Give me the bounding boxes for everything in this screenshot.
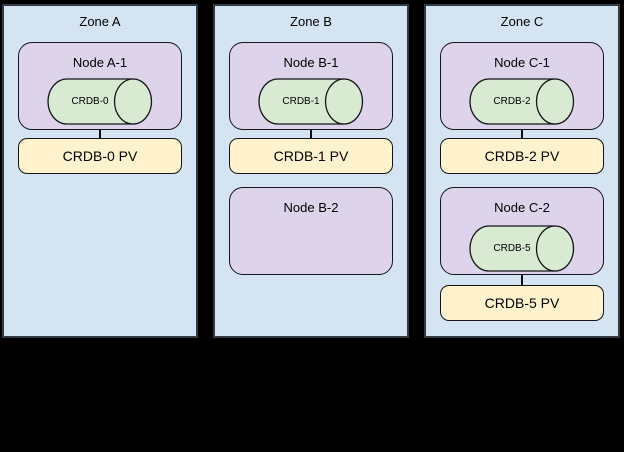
node-b1-label: Node B-1 — [283, 55, 339, 70]
connector-node-b1-to-pv — [310, 129, 312, 139]
crdb-1-pv-box: CRDB-1 PV — [229, 138, 393, 174]
zone-b-panel: Zone B Node B-1 CRDB-1 CRDB-1 PV Node B-… — [213, 4, 409, 338]
node-a1-label: Node A-1 — [72, 55, 128, 70]
crdb-0-database: CRDB-0 — [47, 78, 153, 125]
crdb-2-pv-box: CRDB-2 PV — [440, 138, 604, 174]
zone-c-title: Zone C — [500, 14, 544, 29]
crdb-2-pv-label: CRDB-2 PV — [484, 148, 560, 164]
node-b2-box: Node B-2 — [229, 187, 393, 275]
crdb-0-pv-box: CRDB-0 PV — [18, 138, 182, 174]
crdb-1-database: CRDB-1 — [258, 78, 364, 125]
crdb-5-pv-box: CRDB-5 PV — [440, 285, 604, 321]
zone-c-panel: Zone C Node C-1 CRDB-2 CRDB-2 PV Node C-… — [424, 4, 620, 338]
crdb-0-pv-label: CRDB-0 PV — [62, 148, 138, 164]
zone-a-panel: Zone A Node A-1 CRDB-0 CRDB-0 PV — [2, 4, 198, 338]
database-cylinder-icon — [469, 225, 575, 272]
node-b2-label: Node B-2 — [283, 200, 339, 215]
database-cylinder-icon — [258, 78, 364, 125]
node-c2-label: Node C-2 — [494, 200, 550, 215]
node-a1-box: Node A-1 CRDB-0 — [18, 42, 182, 130]
connector-node-c2-to-pv — [521, 275, 523, 285]
crdb-2-label: CRDB-2 — [493, 96, 531, 107]
zone-a-title: Zone A — [79, 14, 121, 29]
database-cylinder-icon — [469, 78, 575, 125]
connector-node-a1-to-pv — [99, 129, 101, 139]
node-c1-label: Node C-1 — [494, 55, 550, 70]
crdb-5-pv-label: CRDB-5 PV — [484, 295, 560, 311]
crdb-0-label: CRDB-0 — [71, 96, 109, 107]
node-c2-box: Node C-2 CRDB-5 — [440, 187, 604, 275]
crdb-2-database: CRDB-2 — [469, 78, 575, 125]
node-c1-box: Node C-1 CRDB-2 — [440, 42, 604, 130]
crdb-5-database: CRDB-5 — [469, 225, 575, 272]
connector-node-c1-to-pv — [521, 129, 523, 139]
node-b1-box: Node B-1 CRDB-1 — [229, 42, 393, 130]
crdb-5-label: CRDB-5 — [493, 243, 531, 254]
crdb-1-label: CRDB-1 — [282, 96, 320, 107]
crdb-1-pv-label: CRDB-1 PV — [273, 148, 349, 164]
zone-b-title: Zone B — [290, 14, 332, 29]
database-cylinder-icon — [47, 78, 153, 125]
